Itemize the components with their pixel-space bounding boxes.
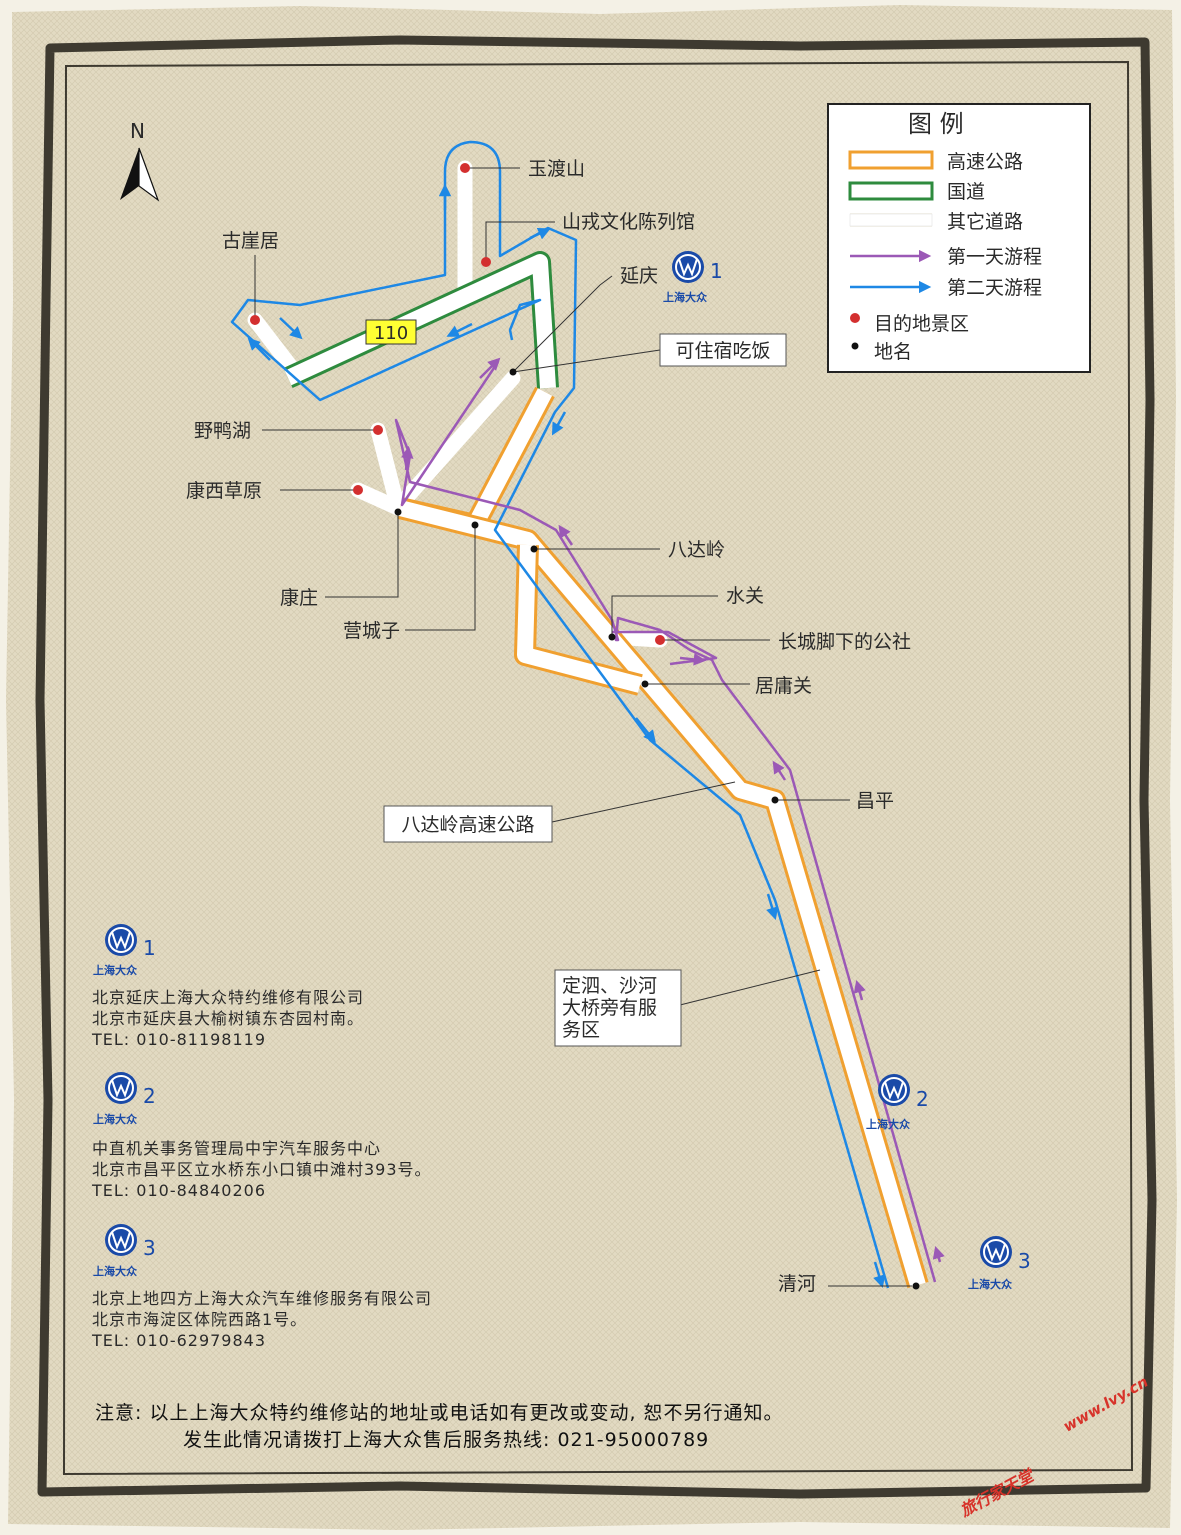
scenic-dots <box>250 163 665 645</box>
dealer-2-name: 中直机关事务管理局中宇汽车服务中心 <box>92 1139 382 1158</box>
scenic-guyaju <box>250 315 260 325</box>
label-badaling: 八达岭 <box>668 539 725 561</box>
place-shuiguan <box>608 633 616 641</box>
scenic-shanrong <box>481 257 491 267</box>
notice: 注意: 以上上海大众特约维修站的地址或电话如有更改或变动, 恕不另行通知。 发生… <box>95 1398 784 1452</box>
dealer-1: 北京延庆上海大众特约维修有限公司 北京市延庆县大榆树镇东杏园村南。 TEL: 0… <box>92 987 364 1050</box>
legend-label-place: 地名 <box>874 341 912 363</box>
vw-brand-map-1: 上海大众 <box>663 290 708 304</box>
label-yanqing: 延庆 <box>620 265 658 287</box>
legend-label-other: 其它道路 <box>947 211 1023 233</box>
place-badaling <box>530 545 538 553</box>
vw-brand-dealer-3: 上海大众 <box>93 1264 138 1278</box>
vw-num-map-2: 2 <box>916 1087 929 1111</box>
dealer-2-tel: TEL: 010-84840206 <box>92 1181 267 1200</box>
label-yingchengzi: 营城子 <box>343 620 400 642</box>
scenic-kangxi <box>353 485 363 495</box>
legend-label-day1: 第一天游程 <box>947 246 1042 268</box>
dealer-3: 北京上地四方上海大众汽车维修服务有限公司 北京市海淀区体院西路1号。 TEL: … <box>92 1288 432 1351</box>
place-labels: 玉渡山 山戎文化陈列馆 古崖居 延庆 野鸭湖 康西草原 康庄 营城子 八达岭 水… <box>186 158 911 1295</box>
leader-lines <box>254 167 912 1287</box>
box-badaling-expy: 八达岭高速公路 <box>383 805 553 843</box>
place-juyongguan <box>641 680 649 688</box>
label-changping: 昌平 <box>856 790 894 812</box>
vw-brand-dealer-2: 上海大众 <box>93 1112 138 1126</box>
scenic-changcheng <box>655 635 665 645</box>
legend-label-scenic: 目的地景区 <box>874 313 969 335</box>
vw-num-map-3: 3 <box>1018 1249 1031 1273</box>
label-yudushan: 玉渡山 <box>528 158 585 180</box>
vw-logo-map-3: 3 上海大众 <box>968 1236 1031 1291</box>
vw-num-map-1: 1 <box>710 259 723 283</box>
label-service-2: 大桥旁有服 <box>562 997 657 1019</box>
label-shuiguan: 水关 <box>726 585 764 607</box>
box-service-area: 定泗、沙河 大桥旁有服 务区 <box>554 969 682 1047</box>
vw-logo-map-2: 2 上海大众 <box>866 1074 929 1131</box>
box-kezhusu: 可住宿吃饭 <box>659 333 787 367</box>
place-qinghe <box>912 1282 920 1290</box>
label-changcheng: 长城脚下的公社 <box>778 631 911 653</box>
place-kangzhuang <box>394 508 402 516</box>
vw-logo-dealer-2: 2 上海大众 <box>93 1072 156 1126</box>
outer-frame <box>35 35 1157 1499</box>
label-badaling-expy: 八达岭高速公路 <box>401 814 534 836</box>
legend-label-day2: 第二天游程 <box>947 277 1042 299</box>
dealer-3-tel: TEL: 010-62979843 <box>92 1331 267 1350</box>
scenic-yudushan <box>460 163 470 173</box>
day1-route <box>394 361 937 1283</box>
label-qinghe: 清河 <box>778 1273 816 1295</box>
vw-logo-dealer-1: 1 上海大众 <box>93 924 156 977</box>
label-juyongguan: 居庸关 <box>755 675 812 697</box>
label-service-1: 定泗、沙河 <box>562 975 657 997</box>
dealer-1-address: 北京市延庆县大榆树镇东杏园村南。 <box>92 1009 365 1028</box>
dealer-2: 中直机关事务管理局中宇汽车服务中心 北京市昌平区立水桥东小口镇中滩村393号。 … <box>92 1138 432 1201</box>
dealer-3-address: 北京市海淀区体院西路1号。 <box>92 1310 308 1329</box>
road-110-label: 110 <box>374 323 408 344</box>
place-dots <box>394 368 920 1290</box>
place-changping <box>771 796 779 804</box>
vw-num-dealer-2: 2 <box>143 1084 156 1108</box>
vw-brand-map-2: 上海大众 <box>866 1117 911 1131</box>
scenic-yeyahu <box>373 425 383 435</box>
label-kezhusu: 可住宿吃饭 <box>675 340 770 362</box>
vw-logo-map-1: 1 上海大众 <box>663 251 723 304</box>
inner-frame <box>62 60 1134 1476</box>
dealer-1-tel: TEL: 010-81198119 <box>92 1030 267 1049</box>
road-110-badge <box>365 319 417 345</box>
label-guyaju: 古崖居 <box>222 230 279 252</box>
label-service-3: 务区 <box>562 1019 600 1041</box>
vw-logo-dealer-3: 3 上海大众 <box>93 1224 156 1278</box>
place-yanqing <box>509 368 517 376</box>
legend: 图 例 高速公路 国道 其它道路 第一天游程 第二天游程 目的地景区 地名 <box>827 103 1091 373</box>
dealer-1-name: 北京延庆上海大众特约维修有限公司 <box>92 988 365 1007</box>
north-arrow: N <box>120 119 160 202</box>
vw-brand-dealer-1: 上海大众 <box>93 963 138 977</box>
label-yeyahu: 野鸭湖 <box>194 420 251 442</box>
notice-line-2: 发生此情况请拨打上海大众售后服务热线: 021-95000789 <box>183 1429 710 1451</box>
vw-num-dealer-3: 3 <box>143 1236 156 1260</box>
label-kangxi: 康西草原 <box>186 480 262 502</box>
notice-line-1: 注意: 以上上海大众特约维修站的地址或电话如有更改或变动, 恕不另行通知。 <box>95 1402 784 1424</box>
vw-brand-map-3: 上海大众 <box>968 1277 1013 1291</box>
dealer-2-address: 北京市昌平区立水桥东小口镇中滩村393号。 <box>92 1160 432 1179</box>
day1-arrows <box>401 357 945 1263</box>
legend-label-expressway: 高速公路 <box>947 151 1023 173</box>
label-kangzhuang: 康庄 <box>280 587 318 609</box>
legend-title: 图 例 <box>908 110 964 138</box>
day2-arrows <box>247 183 886 1288</box>
dealer-3-name: 北京上地四方上海大众汽车维修服务有限公司 <box>92 1289 433 1308</box>
place-yingchengzi <box>471 521 479 529</box>
day2-route <box>230 140 890 1289</box>
legend-label-national: 国道 <box>947 181 985 203</box>
compass-label: N <box>130 119 145 143</box>
vw-num-dealer-1: 1 <box>143 936 156 960</box>
label-shanrong: 山戎文化陈列馆 <box>562 211 695 233</box>
